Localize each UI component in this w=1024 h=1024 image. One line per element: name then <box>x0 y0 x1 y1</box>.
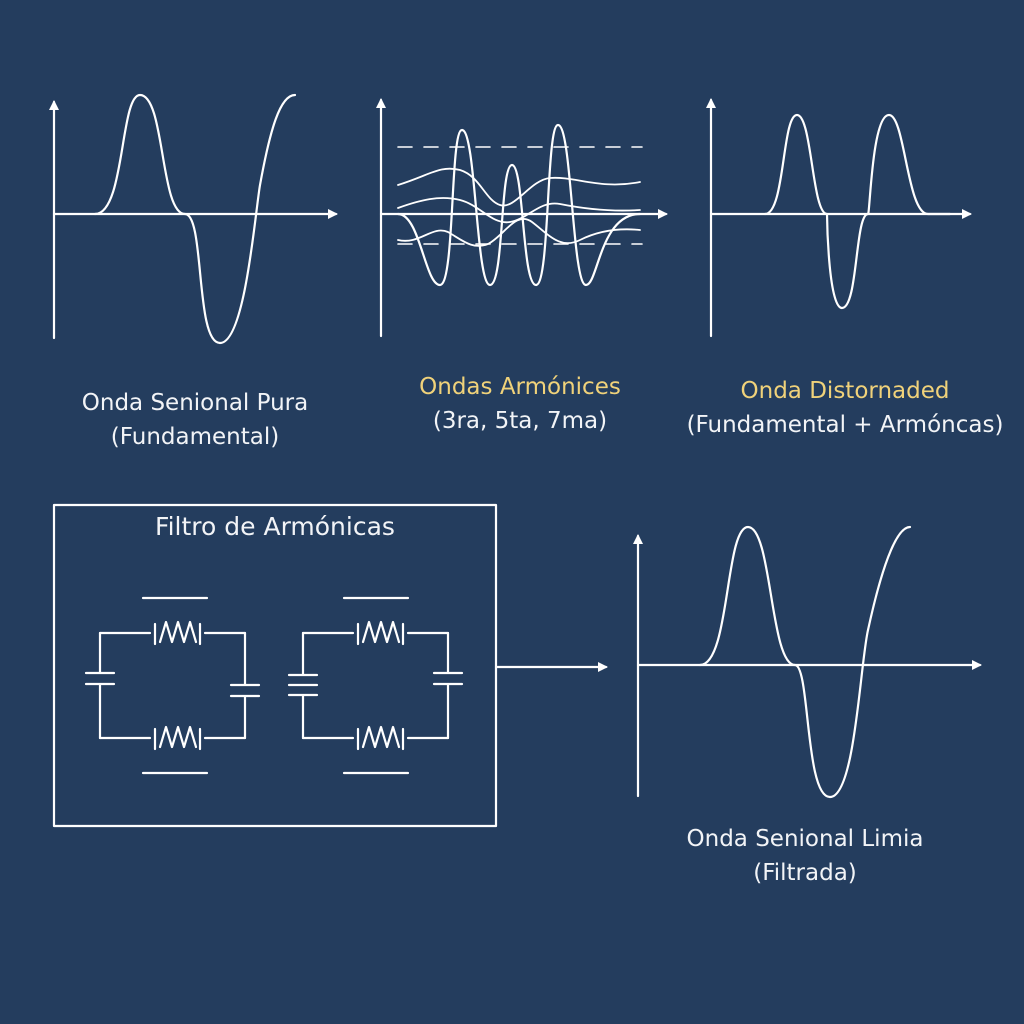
harmonics-wave-plot <box>376 98 668 338</box>
harmonic-3rd-curve <box>396 123 642 287</box>
pure-wave-subtitle: (Fundamental) <box>110 424 280 450</box>
pure-sine-curve <box>93 93 297 345</box>
filter-right-top-inductor <box>301 620 450 646</box>
harmonic-mid-curve <box>397 197 641 224</box>
filter-circuit-left <box>84 596 261 775</box>
distorted-title: Onda Distornaded <box>740 378 950 404</box>
filter-right-right-capacitor <box>432 631 464 740</box>
filter-left-left-capacitor <box>84 631 116 740</box>
filter-left-right-capacitor <box>229 631 261 740</box>
clean-sine-curve <box>698 525 912 799</box>
harmonic-7th-curve <box>397 218 641 247</box>
harmonic-filter-box <box>52 503 498 828</box>
clean-wave-plot <box>633 525 982 799</box>
pure-wave-title: Onda Senional Pura <box>81 390 309 416</box>
harmonics-caption: Ondas Armónices (3ra, 5ta, 7ma) <box>370 370 670 438</box>
filter-circuit-right <box>287 596 464 775</box>
clean-wave-caption: Onda Senional Limia (Filtrada) <box>650 822 960 890</box>
filter-left-top-inductor <box>98 620 247 646</box>
distorted-curve <box>763 113 952 310</box>
distorted-caption: Onda Distornaded (Fundamental + Armóncas… <box>670 374 1020 442</box>
filter-title: Filtro de Armónicas <box>155 512 395 541</box>
pure-wave-caption: Onda Senional Pura (Fundamental) <box>40 386 350 454</box>
filter-frame <box>52 503 498 828</box>
harmonics-title: Ondas Armónices <box>419 374 621 400</box>
clean-wave-subtitle: (Filtrada) <box>753 860 857 886</box>
pure-wave-plot <box>49 93 338 345</box>
harmonics-subtitle: (3ra, 5ta, 7ma) <box>432 408 608 434</box>
filter-right-bottom-inductor <box>301 725 450 751</box>
clean-wave-title: Onda Senional Limia <box>686 826 924 852</box>
harmonic-5th-curve <box>397 167 641 207</box>
filter-right-left-capacitor <box>287 631 319 740</box>
filter-left-bottom-inductor <box>98 725 247 751</box>
distorted-wave-plot <box>706 98 972 338</box>
distorted-subtitle: (Fundamental + Armóncas) <box>686 412 1004 438</box>
